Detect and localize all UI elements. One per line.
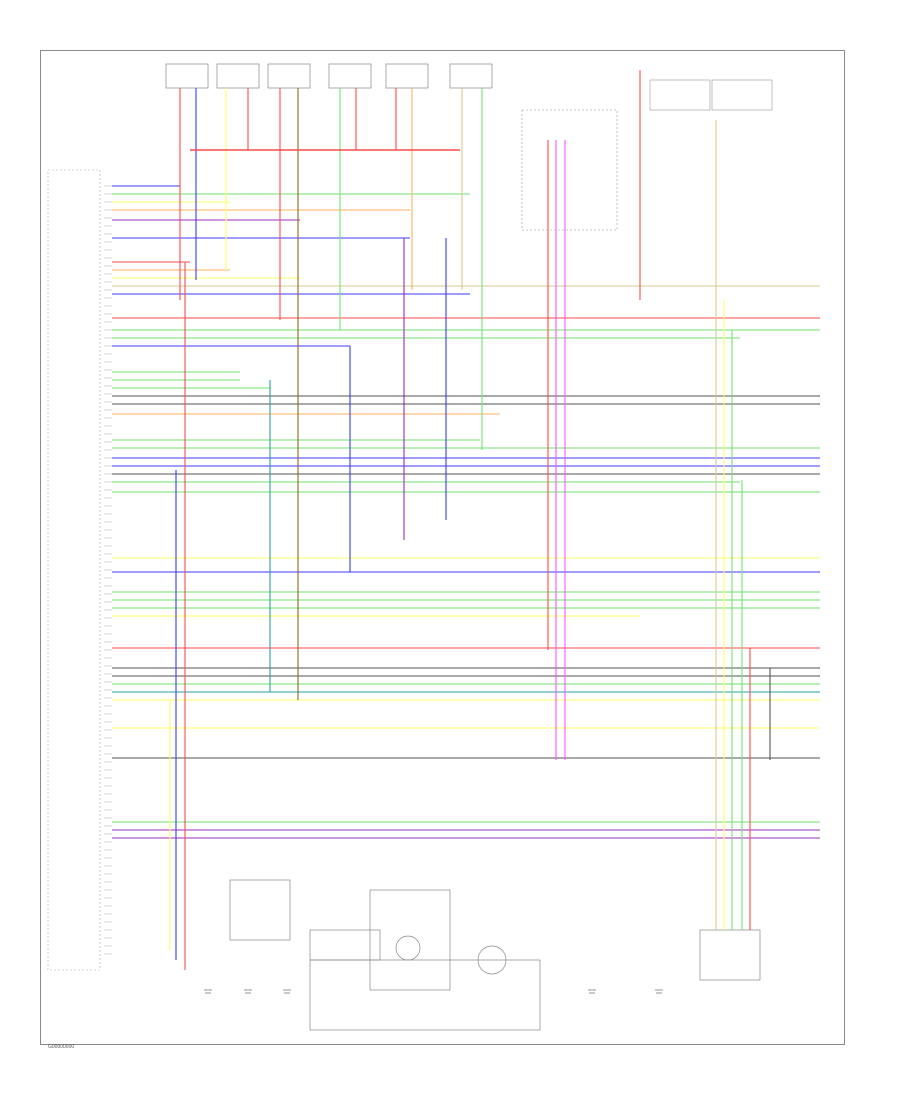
diagram-frame [40,50,845,1045]
bottom-components [229,879,761,1031]
ecm-pin-labels [104,185,112,955]
wire-harness [112,70,820,970]
fuel-injectors [165,63,493,89]
ground-symbols [204,989,663,994]
ecm-block [47,169,101,971]
footer-label: G00000000 [48,1044,74,1050]
relay-boxes [521,79,773,231]
